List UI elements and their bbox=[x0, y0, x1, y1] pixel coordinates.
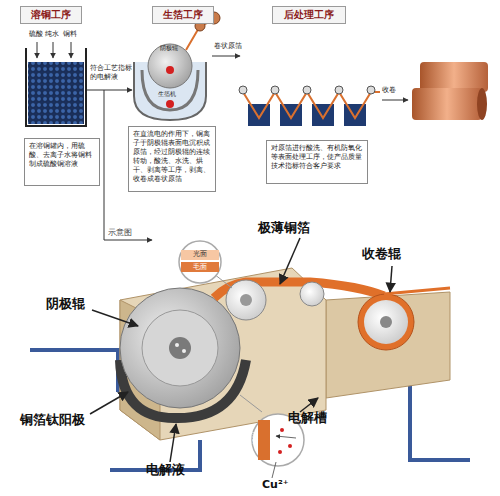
description-text: 在溶铜罐内，用硫酸、去离子水将铜料制成硫酸铜溶液 bbox=[29, 142, 95, 169]
post-treatment-line bbox=[239, 86, 380, 126]
copper-roll bbox=[412, 62, 488, 120]
part-label: 生箔机 bbox=[158, 90, 176, 98]
stage-header: 后处理工序 bbox=[272, 6, 346, 24]
stage-title: 生箔工序 bbox=[163, 8, 203, 22]
part-label: 极薄铜箔 bbox=[258, 220, 310, 235]
description-text: 对原箔进行酸洗、有机防氧化等表面处理工序，使产品质量技术指标符合客户要求 bbox=[271, 144, 363, 171]
dissolving-tank bbox=[26, 42, 86, 126]
description-text: 在直流电的作用下，铜离子于阴极辊表面电沉积成原箔，经过阴极辊的连续转动，酸洗、水… bbox=[133, 130, 211, 184]
description-box: 在直流电的作用下，铜离子于阴极辊表面电沉积成原箔，经过阴极辊的连续转动，酸洗、水… bbox=[128, 126, 216, 192]
stage-title: 溶铜工序 bbox=[31, 8, 71, 22]
material-label: 铜料 bbox=[63, 30, 77, 39]
electrolysis-illustration bbox=[30, 268, 470, 470]
part-label: 阴极辊 bbox=[46, 296, 85, 311]
stage-header: 生箔工序 bbox=[152, 6, 214, 24]
stage-header: 溶铜工序 bbox=[20, 6, 82, 24]
description-box: 在溶铜罐内，用硫酸、去离子水将铜料制成硫酸铜溶液 bbox=[24, 138, 100, 186]
flow-arrow bbox=[212, 56, 240, 57]
flow-label: 收卷 bbox=[382, 86, 396, 95]
part-label: 电解液 bbox=[146, 462, 185, 477]
foil-machine bbox=[134, 12, 220, 120]
foil-zoom bbox=[179, 241, 232, 288]
flow-label: 卷状原箔 bbox=[214, 42, 242, 51]
electrode-label: 阴极 bbox=[251, 432, 259, 444]
leader-lines bbox=[90, 238, 392, 462]
ion-zoom bbox=[240, 395, 304, 478]
surface-label: 光面 bbox=[193, 250, 207, 259]
part-label: 阴极辊 bbox=[160, 44, 178, 52]
flow-label: 符合工艺指标的电解液 bbox=[90, 64, 132, 81]
description-box: 对原箔进行酸洗、有机防氧化等表面处理工序，使产品质量技术指标符合客户要求 bbox=[266, 140, 368, 184]
flow-arrow bbox=[382, 100, 408, 101]
part-label: 电解槽 bbox=[288, 410, 327, 425]
ion-label: Cu²⁺ bbox=[262, 478, 289, 491]
figure-label: 示意图 bbox=[108, 228, 132, 238]
flow-arrow bbox=[87, 90, 132, 91]
material-label: 硫酸 bbox=[29, 30, 43, 39]
stage-title: 后处理工序 bbox=[284, 8, 334, 22]
material-label: 纯水 bbox=[45, 30, 59, 39]
part-label: 收卷辊 bbox=[362, 246, 401, 261]
surface-label: 毛面 bbox=[193, 263, 207, 272]
part-label: 铜箔钛阳极 bbox=[20, 412, 85, 427]
